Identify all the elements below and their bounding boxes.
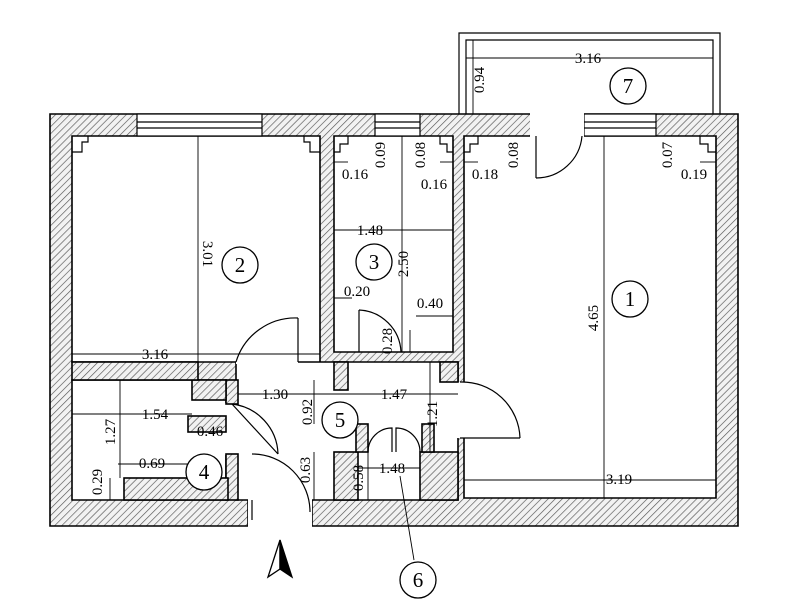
partition-stub xyxy=(225,453,239,501)
partition-stub xyxy=(333,361,349,391)
room-2-corner xyxy=(72,136,320,153)
room-label-4: 4 xyxy=(185,453,223,491)
dim-room-4-bottom-width: 0.69 xyxy=(139,456,165,472)
dim-room-4-bottom-height: 0.29 xyxy=(90,469,106,495)
dim-room-3-right-gap: 0.08 xyxy=(413,142,429,168)
balcony-door-opening xyxy=(530,113,584,137)
window-room-1 xyxy=(583,113,657,137)
partition-stub xyxy=(439,361,459,383)
svg-text:5: 5 xyxy=(335,408,346,432)
door-swing-entrance xyxy=(251,453,311,520)
room-label-1: 1 xyxy=(611,280,649,318)
partition-stub xyxy=(333,451,359,501)
svg-text:4: 4 xyxy=(199,460,210,484)
dim-door-step: 0.28 xyxy=(380,328,396,354)
dim-room-6-width: 1.48 xyxy=(379,461,405,477)
dim-room-4-width: 1.54 xyxy=(142,407,169,423)
dim-room-3-right-offset: 0.16 xyxy=(421,177,448,193)
room-label-6: 6 xyxy=(399,561,437,599)
dim-room-4-niche: 0.46 xyxy=(197,424,224,440)
dim-hall-depth: 0.92 xyxy=(300,399,316,425)
svg-text:2: 2 xyxy=(235,253,246,277)
dim-corridor-width: 1.47 xyxy=(381,387,408,403)
room-label-3: 3 xyxy=(355,243,393,281)
dim-room-1-right-offset: 0.19 xyxy=(681,167,707,183)
door-opening-room-1 xyxy=(452,382,468,438)
entrance-opening xyxy=(248,498,312,528)
dim-room-1-left-gap: 0.08 xyxy=(506,142,522,168)
dim-balcony-depth: 0.94 xyxy=(472,66,488,93)
door-swing-balcony xyxy=(535,135,583,179)
room-label-2: 2 xyxy=(221,246,259,284)
dimension-lines xyxy=(72,40,716,561)
dim-room-3-height: 2.50 xyxy=(396,251,412,277)
dim-room-3-left-offset: 0.16 xyxy=(342,167,369,183)
window-room-2 xyxy=(136,113,263,137)
dim-room-3-width: 1.48 xyxy=(357,223,383,239)
balcony-outline xyxy=(458,32,721,114)
door-swing-room-2 xyxy=(235,317,299,363)
dim-hall-bottom: 0.63 xyxy=(298,457,314,483)
svg-text:7: 7 xyxy=(623,74,634,98)
dim-room-2-height: 3.01 xyxy=(199,241,215,267)
dim-room-3-bottom-right: 0.40 xyxy=(417,296,443,312)
dim-room-2-width: 3.16 xyxy=(142,347,169,363)
partition-stub xyxy=(419,451,459,501)
room-label-5: 5 xyxy=(321,401,359,439)
room-3-corner xyxy=(334,136,453,153)
door-swing-room-6 xyxy=(367,427,421,453)
dim-room-6-height: 0.58 xyxy=(351,465,367,491)
partition-stub xyxy=(225,379,239,405)
room-1-corner xyxy=(464,136,716,153)
door-swing-room-4 xyxy=(231,403,279,455)
room-label-7: 7 xyxy=(609,67,647,105)
partition-stub xyxy=(191,379,227,401)
partition-stub xyxy=(355,423,369,453)
svg-text:3: 3 xyxy=(369,250,380,274)
dim-room-1-left-offset: 0.18 xyxy=(472,167,498,183)
svg-text:1: 1 xyxy=(625,287,636,311)
dim-room-1-right-gap: 0.07 xyxy=(660,141,676,168)
partition-stub xyxy=(421,423,435,453)
dim-hall-width: 1.30 xyxy=(262,387,288,403)
door-opening-room-2 xyxy=(236,354,298,364)
door-swing-room-1 xyxy=(459,381,521,439)
north-arrow-icon xyxy=(266,539,294,579)
dim-room-4-height: 1.27 xyxy=(103,418,119,445)
window-room-3 xyxy=(374,113,421,137)
dim-balcony-width: 3.16 xyxy=(575,51,602,67)
dim-room-3-left-gap: 0.09 xyxy=(373,142,389,168)
svg-text:6: 6 xyxy=(413,568,424,592)
dim-room-1-height: 4.65 xyxy=(586,305,602,331)
dim-corridor-depth: 1.21 xyxy=(425,401,441,427)
dim-room-1-width: 3.19 xyxy=(606,472,632,488)
dim-room-3-bottom-left: 0.20 xyxy=(344,284,370,300)
partition-stub xyxy=(71,361,199,381)
door-swing-room-3 xyxy=(358,309,402,353)
partition-stub xyxy=(187,415,227,433)
